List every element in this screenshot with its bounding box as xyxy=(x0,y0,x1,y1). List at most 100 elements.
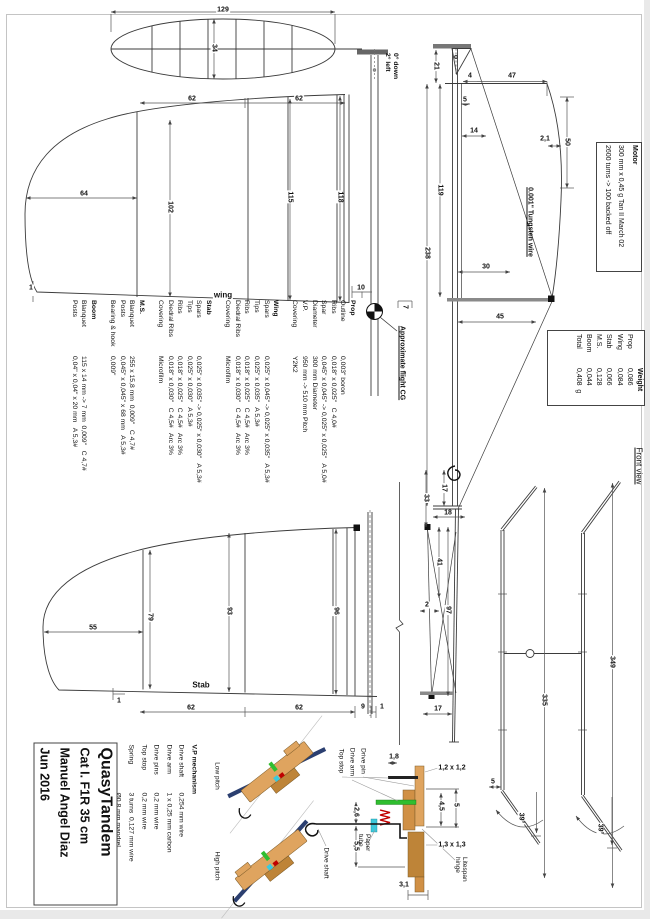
dim-fus-18: 18 xyxy=(443,509,453,517)
vp-schematic xyxy=(304,761,459,900)
dim-prop-length: 129 xyxy=(216,6,230,14)
spar-12x12 xyxy=(414,765,425,827)
dim-cg-7: 7 xyxy=(401,304,409,310)
high-pitch-label: High pitch xyxy=(212,850,221,882)
dim-fv-335: 335 xyxy=(540,693,548,707)
dim-fus-4: 4 xyxy=(467,72,473,80)
dim-vp-26: 2,6 xyxy=(352,806,360,818)
dim-vp-31: 3,1 xyxy=(398,881,410,889)
dim-fus-21x: 2,1 xyxy=(539,135,551,143)
spring-coil xyxy=(379,809,391,826)
spec-heading-stab: Stab xyxy=(205,300,213,315)
drive-arm-bar xyxy=(375,799,417,805)
low-pitch-label: Low pitch xyxy=(212,761,221,791)
drive-arm-label: Drive arm xyxy=(347,746,356,778)
motor-title: Motor xyxy=(631,145,638,165)
page-edge-bottom xyxy=(0,910,650,919)
dim-stab-bay-2: 62 xyxy=(294,704,304,712)
drive-shaft-hook-icon xyxy=(304,822,319,837)
front-view xyxy=(498,480,623,852)
dim-wing-chord-102: 102 xyxy=(166,200,174,214)
dim-vp-18: 1,8 xyxy=(388,753,400,761)
spec-heading-ms: M.S. xyxy=(137,300,145,314)
title-block: QuasyTandem Cat I. F1R 35 cm Manuel Ange… xyxy=(33,742,118,906)
dim-fus-14: 14 xyxy=(469,127,479,135)
top-stop-label: Top stop xyxy=(336,747,345,775)
spar-13x13 xyxy=(407,831,425,878)
spec-heading-wing: Wing xyxy=(272,300,280,317)
dim-fus-17b: 17 xyxy=(433,705,443,713)
dim-vp-5: 5 xyxy=(452,802,460,808)
dim-fus-33: 33 xyxy=(422,493,430,503)
wing-planform xyxy=(24,94,350,303)
dim-fv-39a: 39° xyxy=(517,811,525,825)
model-name: QuasyTandem xyxy=(97,747,115,857)
dim-vp-45: 4,5 xyxy=(437,800,445,812)
approx-cg-label: Approximate flight CG xyxy=(398,325,406,401)
dim-stab-chord-96: 96 xyxy=(332,606,340,616)
dim-fus-238: 238 xyxy=(423,246,431,260)
dim-fus-17a: 17 xyxy=(440,483,448,493)
spec-heading-boom: Boom xyxy=(89,300,97,320)
nose-detail xyxy=(357,49,388,396)
wing-label: wing xyxy=(212,290,234,300)
high-pitch-illustration xyxy=(221,800,314,919)
vp-table-heading: V.P mechanism xyxy=(190,744,198,795)
drive-shaft-label: Drive shaft xyxy=(321,846,330,880)
weight-header: Weight xyxy=(636,368,643,392)
dim-fus-2: 2 xyxy=(424,601,430,609)
fuselage-view xyxy=(395,44,562,745)
dim-stab-1b: 1 xyxy=(116,697,122,705)
dim-wing-bay-2: 62 xyxy=(294,95,304,103)
dim-fus-30: 30 xyxy=(481,263,491,271)
model-class: Cat I. F1R 35 cm xyxy=(77,747,92,845)
nose-setting-line1: 0° down xyxy=(392,53,399,80)
stab-dim-lines xyxy=(44,529,377,718)
dim-fus-41: 41 xyxy=(435,557,443,567)
dim-fus-47: 47 xyxy=(507,72,517,80)
page-edge-right xyxy=(644,0,650,919)
tungsten-wire-label: 0.001" Tungsten wire xyxy=(526,187,534,257)
prop-dim-lines xyxy=(110,10,336,79)
dim-wing-chord-115: 115 xyxy=(286,190,294,204)
dim-wing-chord-118: 118 xyxy=(336,190,344,204)
stab-label: Stab xyxy=(191,680,211,690)
dim-fus-50: 50 xyxy=(563,137,571,147)
stab-root-marker xyxy=(353,524,360,531)
dim-stab-chord-79: 79 xyxy=(146,612,154,622)
motor-info-box: Motor 300 mm x 0,45 g Tan II March 02 26… xyxy=(596,142,642,272)
dim-fus-97: 97 xyxy=(444,605,452,615)
drive-shaft-wire xyxy=(316,823,407,839)
dim-wing-te-offset: 1 xyxy=(28,284,34,292)
dim-vp-13x13: 1,3 x 1,3 xyxy=(437,841,467,849)
dim-vp-12x12: 1,2 x 1,2 xyxy=(437,764,467,772)
low-pitch-illustration xyxy=(227,715,327,834)
dim-fus-45: 45 xyxy=(495,313,505,321)
dim-fv-39b: 39° xyxy=(596,822,604,836)
dim-fus-5: 5 xyxy=(462,96,468,104)
prop-planform xyxy=(110,18,362,80)
nose-setting-line2: 2° left xyxy=(384,53,391,72)
dim-fus-119: 119 xyxy=(436,183,444,197)
sheet-border xyxy=(6,14,642,908)
dim-fv-349: 349 xyxy=(608,655,616,669)
dim-prop-width: 34 xyxy=(210,43,218,53)
front-view-dims xyxy=(489,483,625,888)
motor-line2: 2600 turns -> 100 backed off xyxy=(604,145,611,235)
dim-stab-9: 9 xyxy=(360,703,366,711)
plan-date: Jun 2016 xyxy=(37,747,52,802)
paper-tube-label: Paper tube xyxy=(357,834,371,852)
dim-stab-1a: 1 xyxy=(379,703,385,711)
boom-break-line xyxy=(395,482,404,745)
dim-wing-root: 10 xyxy=(356,284,366,292)
dim-fus-21: 21 xyxy=(432,61,440,71)
dim-stab-chord-93: 93 xyxy=(225,606,233,616)
top-stop-bar xyxy=(388,776,418,779)
nose-setting-note: 0° down 2° left xyxy=(383,53,399,91)
cg-symbol-icon xyxy=(366,303,398,332)
dim-fv-5: 5 xyxy=(490,778,496,786)
